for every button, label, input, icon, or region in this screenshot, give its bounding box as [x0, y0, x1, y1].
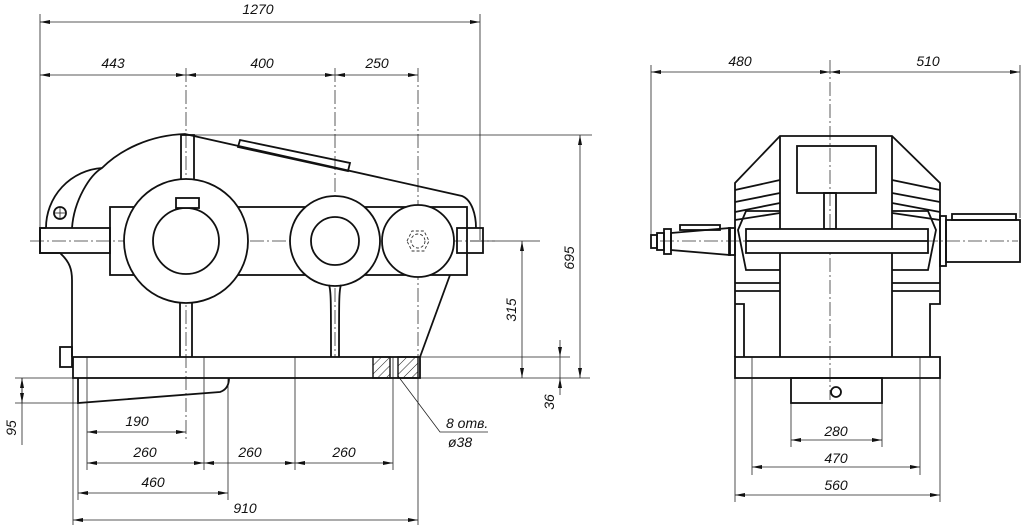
dim-560: 560: [824, 477, 848, 493]
nut-hidden: [406, 230, 430, 252]
dim-315: 315: [503, 298, 519, 322]
side-view: 480 510 280 470 560: [650, 53, 1021, 502]
dim-443: 443: [101, 55, 125, 71]
dim-695: 695: [561, 246, 577, 270]
front-view: 1270 443 400 250 695 315 36 95 190 260 2…: [3, 1, 592, 525]
side-dimension-labels: 480 510 280 470 560: [728, 53, 940, 493]
hole-diameter-note: ø38: [448, 434, 472, 450]
dim-260-b: 260: [237, 444, 262, 460]
gearbox-housing-side: [650, 135, 1021, 404]
dim-280: 280: [823, 423, 848, 439]
dim-510: 510: [916, 53, 940, 69]
dim-95: 95: [3, 420, 19, 436]
dim-480: 480: [728, 53, 752, 69]
dim-460: 460: [141, 474, 165, 490]
dim-260-c: 260: [331, 444, 356, 460]
dim-260-a: 260: [132, 444, 157, 460]
dim-400: 400: [250, 55, 274, 71]
dim-190: 190: [125, 413, 149, 429]
side-extension-lines: [650, 65, 1021, 502]
dim-250: 250: [364, 55, 389, 71]
gearbox-housing-front: [39, 133, 484, 404]
dim-470: 470: [824, 450, 848, 466]
dim-910: 910: [233, 500, 257, 516]
dimension-lines: [20, 20, 582, 522]
hole-count-note: 8 отв.: [446, 415, 488, 431]
dim-36: 36: [541, 394, 557, 410]
side-dimension-lines: [651, 70, 1020, 497]
dimension-labels: 1270 443 400 250 695 315 36 95 190 260 2…: [3, 1, 577, 516]
dim-1270: 1270: [242, 1, 273, 17]
